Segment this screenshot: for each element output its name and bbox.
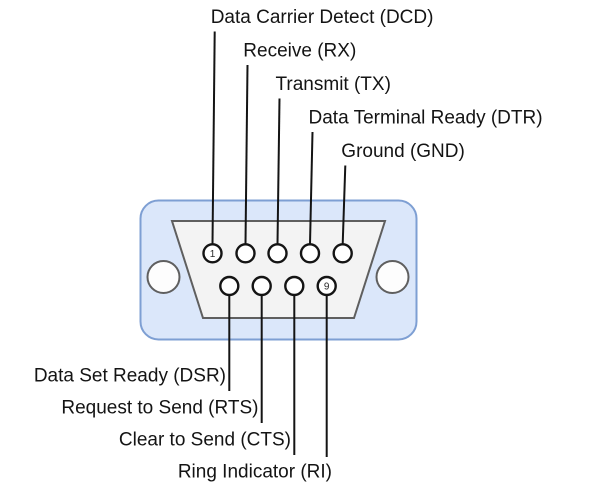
label-rts: Request to Send (RTS) [61, 398, 258, 419]
label-cts: Clear to Send (CTS) [119, 430, 291, 451]
label-dsr: Data Set Ready (DSR) [34, 366, 226, 387]
pin-8 [284, 275, 305, 297]
label-dcd: Data Carrier Detect (DCD) [211, 7, 434, 28]
label-gnd: Ground (GND) [341, 141, 465, 162]
pin-2 [235, 243, 256, 264]
label-tx: Transmit (TX) [276, 74, 391, 95]
pin-1-number: 1 [210, 249, 216, 260]
pin-5 [332, 243, 353, 264]
wire-pin3-tx [276, 98, 281, 245]
label-rx: Receive (RX) [243, 41, 356, 62]
wire-pin1-dcd [211, 31, 216, 245]
label-dtr: Data Terminal Ready (DTR) [309, 108, 543, 129]
mount-hole-left [146, 260, 181, 294]
pin-1 [202, 243, 223, 264]
wire-pin2-rx [244, 64, 249, 245]
wire-pin4-dtr [309, 131, 314, 245]
pin-9 [316, 275, 337, 297]
pin-9-number: 9 [324, 282, 330, 293]
pin-7 [251, 275, 272, 297]
pin-6 [219, 275, 240, 297]
label-ri: Ring Indicator (RI) [178, 462, 332, 483]
wire-pin5-gnd [341, 165, 347, 245]
mount-hole-right [375, 260, 410, 294]
pin-4 [299, 243, 321, 264]
pin-3 [267, 243, 288, 264]
